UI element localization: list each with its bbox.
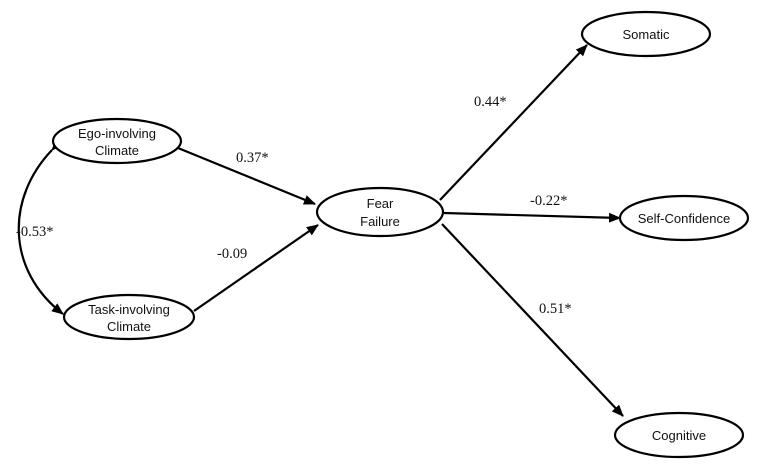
node-somatic: Somatic xyxy=(580,10,712,58)
coef-ego-fear: 0.37* xyxy=(236,150,269,166)
coef-fear-somatic: 0.44* xyxy=(474,94,507,110)
node-ego-line2: Climate xyxy=(95,143,139,158)
edges xyxy=(17,44,624,417)
node-task-line1: Task-involving xyxy=(88,302,170,317)
node-cognitive: Cognitive xyxy=(613,411,745,459)
node-task-involving-climate: Task-involving Climate xyxy=(62,293,196,341)
coef-ego-task: -0.53* xyxy=(16,224,53,240)
node-fear-failure: Fear Failure xyxy=(315,186,445,238)
edge-task-to-fear xyxy=(193,224,319,312)
edge-fear-to-somatic xyxy=(439,44,588,201)
coefficient-labels: -0.53* 0.37* -0.09 0.44* -0.22* 0.51* xyxy=(16,94,572,317)
node-ego-involving-climate: Ego-involving Climate xyxy=(51,117,183,165)
node-self-confidence-label: Self-Confidence xyxy=(638,211,731,226)
edge-fear-to-cognitive xyxy=(441,223,624,417)
node-self-confidence: Self-Confidence xyxy=(618,194,750,242)
node-ego-line1: Ego-involving xyxy=(78,126,156,141)
node-task-line2: Climate xyxy=(107,319,151,334)
edge-ego-task-correlation xyxy=(17,138,64,315)
edge-fear-to-self-confidence xyxy=(443,211,621,223)
node-fear-line2: Failure xyxy=(360,214,400,229)
edge-ego-to-fear xyxy=(177,146,316,206)
coef-task-fear: -0.09 xyxy=(217,246,247,262)
node-cognitive-label: Cognitive xyxy=(652,428,706,443)
coef-fear-self-confidence: -0.22* xyxy=(530,193,567,209)
coef-fear-cognitive: 0.51* xyxy=(539,301,572,317)
node-fear-line1: Fear xyxy=(367,196,394,211)
node-somatic-label: Somatic xyxy=(623,27,670,42)
